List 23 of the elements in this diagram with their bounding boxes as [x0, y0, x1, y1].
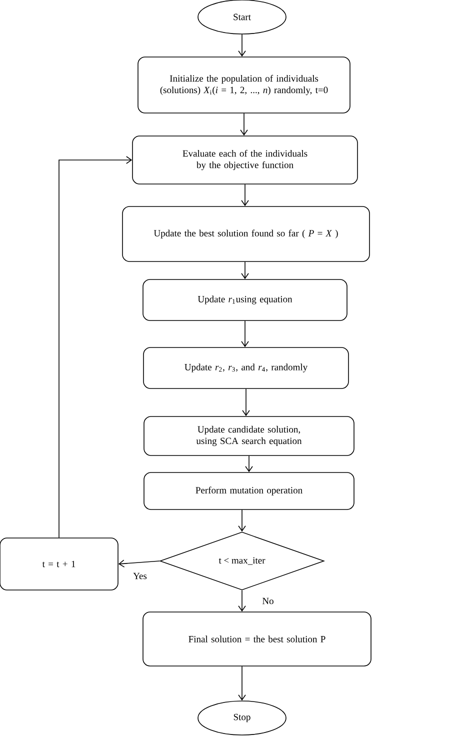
arrow: [238, 510, 246, 532]
process-box: Update the best solution found so far ( P = X ): [122, 206, 370, 262]
arrow: [241, 320, 249, 348]
process-box: Update r$_{2}$, r$_{3}$, and r$_{4}$, randomly: [143, 347, 349, 389]
arrow: [245, 456, 253, 472]
arrow: [238, 34, 246, 57]
arrow: [241, 184, 249, 206]
process-box: Update candidate solution, using SCA search equation: [144, 416, 354, 456]
edge-label: No: [261, 596, 275, 606]
process-box: Final solution = the best solution P: [142, 612, 372, 666]
process-box: Evaluate each of the individuals by the objective function: [132, 136, 358, 184]
arrow: [240, 113, 248, 136]
process-box: Perform mutation operation: [144, 472, 354, 510]
arrow: [238, 666, 246, 701]
arrow: [241, 262, 249, 280]
arrow: [58, 156, 132, 538]
process-box: Update r$_{1}$using equation: [142, 279, 348, 321]
edge-label: Yes: [132, 572, 148, 580]
arrow: [238, 590, 246, 612]
process-box: t = t + 1: [0, 538, 118, 590]
arrow: [118, 560, 160, 568]
arrow: [242, 388, 250, 416]
process-box: Initialize the population of individuals (solutions) X$_{i}$(i = 1, 2, ..., n) randomly, t=0: [138, 56, 350, 114]
